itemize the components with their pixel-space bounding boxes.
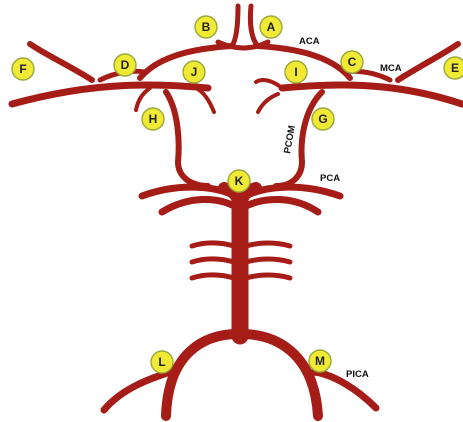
right-perforator-2: [258, 94, 278, 112]
marker-h: H: [142, 108, 164, 130]
marker-d-letter: D: [121, 58, 130, 72]
marker-f: F: [12, 58, 34, 80]
marker-d: D: [114, 54, 136, 76]
right-vertebral-artery: [242, 334, 318, 416]
left-vertebral-artery: [166, 334, 238, 416]
marker-i: I: [285, 61, 307, 83]
pontine-branch-left-3: [192, 275, 234, 278]
marker-k: K: [228, 170, 250, 192]
marker-l-letter: L: [158, 355, 165, 369]
pcom-label: PCOM: [282, 124, 298, 154]
marker-c: C: [341, 51, 363, 73]
right-sca-vessel: [242, 199, 318, 212]
right-mca-vessel: [282, 85, 462, 104]
left-pica-vessel: [104, 372, 170, 410]
marker-e-letter: E: [451, 61, 459, 75]
marker-g-letter: G: [318, 112, 327, 126]
marker-b-letter: B: [202, 20, 211, 34]
marker-b: B: [195, 16, 217, 38]
marker-c-letter: C: [348, 55, 357, 69]
left-mca-upper-branch: [30, 44, 92, 80]
marker-j: J: [183, 61, 205, 83]
marker-m-letter: M: [315, 354, 325, 368]
left-mca-vessel: [12, 85, 208, 104]
marker-f-letter: F: [19, 62, 26, 76]
right-pcom-vessel: [276, 92, 322, 186]
mca-label: MCA: [380, 63, 402, 74]
marker-i-letter: I: [294, 65, 297, 79]
pontine-branch-left-1: [192, 243, 234, 246]
marker-a: A: [260, 16, 282, 38]
marker-g: G: [312, 108, 334, 130]
pca-label: PCA: [320, 173, 340, 184]
pontine-branch-right-3: [246, 275, 290, 278]
left-aca-vessel: [232, 6, 238, 46]
right-aca-vessel: [250, 6, 258, 46]
marker-l: L: [151, 351, 173, 373]
marker-j-letter: J: [191, 65, 198, 79]
pontine-branch-left-2: [192, 259, 234, 262]
left-pcom-vessel: [166, 92, 208, 186]
pica-label: PICA: [346, 369, 369, 380]
right-perforator-1: [256, 80, 282, 88]
left-perforator-1: [196, 88, 214, 112]
pontine-branch-right-1: [246, 243, 290, 246]
marker-h-letter: H: [149, 112, 158, 126]
marker-e: E: [444, 57, 463, 79]
marker-m: M: [309, 350, 331, 372]
pontine-branch-right-2: [246, 259, 290, 262]
marker-k-letter: K: [235, 174, 244, 188]
marker-a-letter: A: [267, 20, 276, 34]
aca-label: ACA: [299, 36, 320, 47]
left-perforator-2: [136, 88, 150, 110]
left-sca-vessel: [162, 199, 238, 212]
